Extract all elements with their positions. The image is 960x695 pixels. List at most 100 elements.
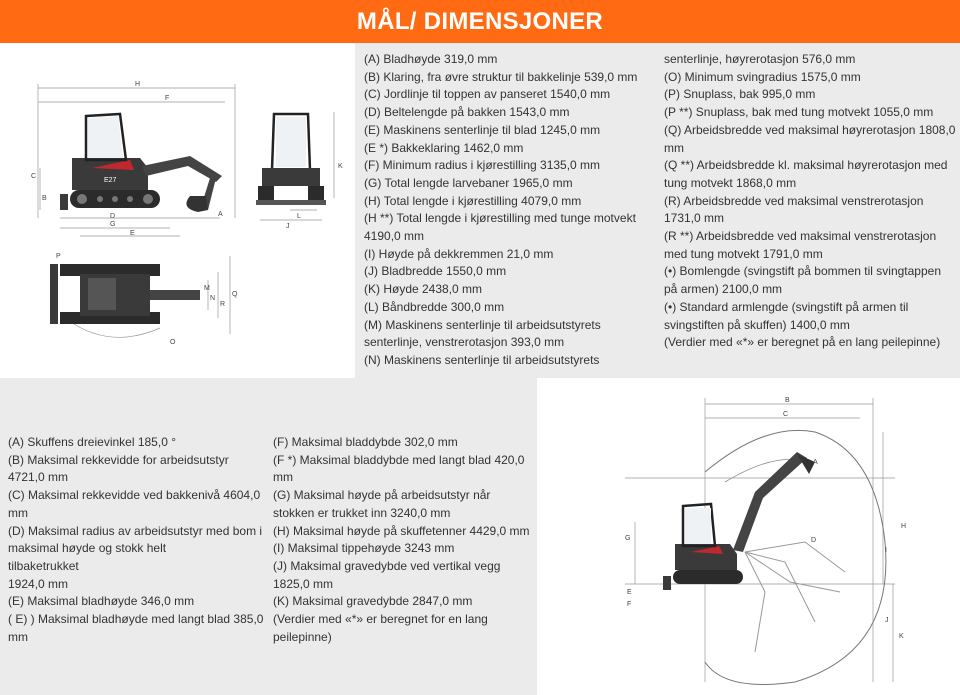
track xyxy=(673,570,743,584)
spec-line: på armen) 2100,0 mm xyxy=(664,282,783,297)
dim-label: A xyxy=(813,459,818,466)
dim-label: G xyxy=(110,221,115,228)
spec-line: senterlinje, venstrerotasjon 393,0 mm xyxy=(364,335,565,350)
spec-line: (B) Klaring, fra øvre struktur til bakke… xyxy=(364,69,638,84)
dim-label: F xyxy=(627,601,631,608)
spec-line: (R **) Arbeidsbredde ved maksimal venstr… xyxy=(664,229,937,244)
front-view-diagram: K L J xyxy=(256,112,343,230)
side-view-diagram: E27 H F C B I G D E A xyxy=(31,81,236,237)
blade xyxy=(60,194,68,210)
spec-line: (M) Maskinens senterlinje til arbeidsuts… xyxy=(364,317,601,332)
spec-line: (•) Standard armlengde (svingstift på ar… xyxy=(664,299,909,314)
spec-line: tung motvekt 1868,0 mm xyxy=(664,175,797,190)
spec-line: peilepinne) xyxy=(273,629,332,644)
spec-line: (F) Maksimal bladdybde 302,0 mm xyxy=(273,435,458,449)
boom-arm xyxy=(150,290,200,300)
dim-label: I xyxy=(885,547,887,554)
spec-line: svingstiften på skuffen) 1400,0 mm xyxy=(664,317,850,332)
spec-line: (G) Maksimal høyde på arbeidsutstyr når xyxy=(273,488,491,503)
top-spec-column-2: senterlinje, høyrerotasjon 576,0 mm (O) M… xyxy=(664,51,956,352)
spec-line: (H) Maksimal høyde på skuffetenner 4429,… xyxy=(273,523,530,538)
spec-line: mm xyxy=(664,140,684,155)
dim-label: E xyxy=(627,589,632,596)
spec-line: (Q **) Arbeidsbredde kl. maksimal høyrer… xyxy=(664,158,948,173)
spec-line: mm xyxy=(8,629,28,644)
dim-label: I xyxy=(62,196,64,203)
spec-line: (B) Maksimal rekkevidde for arbeidsutsty… xyxy=(8,452,229,467)
spec-line: (C) Jordlinje til toppen av panseret 154… xyxy=(364,87,611,102)
dim-label: F xyxy=(165,95,169,102)
spec-line: (Q) Arbeidsbredde ved maksimal høyrerota… xyxy=(664,122,956,137)
spec-line: (H) Total lengde i kjørestilling 4079,0 … xyxy=(364,193,582,208)
spec-line: (I) Maksimal tippehøyde 3243 mm xyxy=(273,541,455,556)
dim-label: K xyxy=(338,163,343,170)
spec-line: 4721,0 mm xyxy=(8,470,69,485)
cab xyxy=(681,502,717,548)
dim-label: E xyxy=(130,230,135,237)
dim-label: D xyxy=(110,213,115,220)
spec-line: mm xyxy=(273,470,293,485)
cab xyxy=(84,112,128,162)
spec-line: (J) Maksimal gravedybde ved vertikal veg… xyxy=(273,558,501,573)
dim-label: G xyxy=(625,535,630,542)
dim-label: O xyxy=(170,339,176,346)
spec-line: (L) Båndbredde 300,0 mm xyxy=(364,299,505,314)
dim-label: M xyxy=(204,285,210,292)
top-view-diagram: P M N R Q O xyxy=(50,253,238,346)
spec-line: (D) Maksimal radius av arbeidsutstyr med… xyxy=(8,523,263,538)
dim-label: K xyxy=(899,633,904,640)
dim-label: J xyxy=(286,223,290,230)
spec-line: (F) Minimum radius i kjørestilling 3135,… xyxy=(364,158,601,173)
blade xyxy=(256,200,326,205)
spec-line: (•) Bomlengde (svingstift på bommen til … xyxy=(664,264,942,279)
spec-line: (R) Arbeidsbredde ved maksimal venstrero… xyxy=(664,193,924,208)
spec-line: (H **) Total lengde i kjørestilling med … xyxy=(364,211,636,226)
spec-line: senterlinje, høyrerotasjon 576,0 mm xyxy=(664,52,856,66)
spec-line: (P **) Snuplass, bak med tung motvekt 10… xyxy=(664,105,934,120)
dim-label: C xyxy=(783,411,788,418)
track xyxy=(60,264,160,276)
spec-line: tilbaketrukket xyxy=(8,558,79,573)
spec-line: (A) Skuffens dreievinkel 185,0 ° xyxy=(8,435,176,449)
dim-label: L xyxy=(297,213,301,220)
dim-label: B xyxy=(785,397,790,404)
page-title: MÅL/ DIMENSJONER xyxy=(0,0,960,43)
top-spec-column-1: (A) Bladhøyde 319,0 mm (B) Klaring, fra ø… xyxy=(364,51,656,370)
track xyxy=(258,186,274,200)
dim-label: D xyxy=(811,537,816,544)
dim-label: Q xyxy=(232,291,238,298)
spec-line: (D) Beltelengde på bakken 1543,0 mm xyxy=(364,105,570,120)
spec-line: (F *) Maksimal bladdybde med langt blad … xyxy=(273,452,525,467)
spec-line: (K) Høyde 2438,0 mm xyxy=(364,282,483,297)
spec-line: ( E) ) Maksimal bladhøyde med langt blad… xyxy=(8,612,264,627)
track xyxy=(308,186,324,200)
working-range-diagram: B C A H I G E F J K D xyxy=(625,397,906,685)
blade xyxy=(663,576,671,590)
dim-label: A xyxy=(218,211,223,218)
blade xyxy=(50,264,58,324)
spec-line: mm xyxy=(8,505,28,520)
machine-body xyxy=(72,158,148,190)
dim-label: C xyxy=(31,173,36,180)
spec-line: 4190,0 mm xyxy=(364,229,425,244)
spec-line: (E) Maskinens senterlinje til blad 1245,… xyxy=(364,122,601,137)
spec-line: (A) Bladhøyde 319,0 mm xyxy=(364,52,498,66)
boom-arm xyxy=(142,156,222,182)
spec-line: (N) Maskinens senterlinje til arbeidsuts… xyxy=(364,352,600,367)
spec-line: stokken er trukket inn 3240,0 mm xyxy=(273,505,451,520)
dim-label: P xyxy=(56,253,61,260)
machine-body xyxy=(262,168,320,186)
spec-line: 1731,0 mm xyxy=(664,211,725,226)
spec-line: 1825,0 mm xyxy=(273,576,334,591)
bottom-spec-panel xyxy=(0,378,537,695)
spec-line: (E *) Bakkeklaring 1462,0 mm xyxy=(364,140,524,155)
spec-line: (O) Minimum svingradius 1575,0 mm xyxy=(664,69,861,84)
spec-line: (Verdier med «*» er beregnet på en lang … xyxy=(664,335,941,350)
machine-badge: E27 xyxy=(104,177,117,184)
spec-line: maksimal høyde og stokk helt xyxy=(8,541,167,556)
spec-line: (K) Maksimal gravedybde 2847,0 mm xyxy=(273,594,473,609)
dim-label: J xyxy=(885,617,889,624)
spec-line: med tung motvekt 1791,0 mm xyxy=(664,246,823,261)
spec-line: (C) Maksimal rekkevidde ved bakkenivå 46… xyxy=(8,488,261,503)
spec-line: (J) Bladbredde 1550,0 mm xyxy=(364,264,507,279)
